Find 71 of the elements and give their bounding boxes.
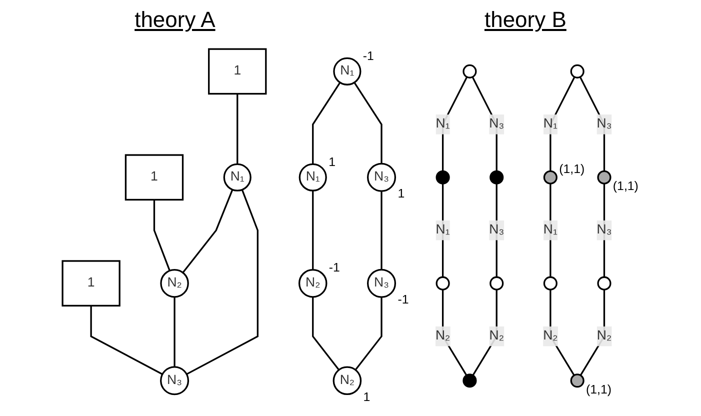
node-annotation: 1 xyxy=(363,390,370,404)
edge-label: N₂ xyxy=(489,328,504,343)
connector xyxy=(472,290,498,376)
node-circle: N₂ xyxy=(298,268,328,298)
connector xyxy=(380,191,382,270)
theory-heading: theory A xyxy=(134,7,216,33)
edge-label: N₃ xyxy=(489,222,504,237)
edge-label: N₃ xyxy=(489,116,504,132)
edge-label: N₁ xyxy=(543,222,558,237)
node-circle xyxy=(570,374,584,388)
edge-label: N₁ xyxy=(436,222,450,237)
node-circle: N₃ xyxy=(367,268,396,298)
node-annotation: -1 xyxy=(398,292,409,307)
node-circle: N₃ xyxy=(367,162,396,192)
node-circle xyxy=(597,276,612,290)
node-circle xyxy=(462,64,477,78)
connector xyxy=(182,189,234,274)
connector xyxy=(186,189,258,375)
node-circle: N₂ xyxy=(160,268,189,298)
connector xyxy=(312,82,341,164)
node-circle: N₁ xyxy=(333,57,362,86)
node-circle xyxy=(543,170,558,184)
node-annotation: -1 xyxy=(362,48,374,63)
edge-label: N₁ xyxy=(436,116,450,132)
node-circle xyxy=(462,374,477,388)
node-annotation: -1 xyxy=(328,260,340,274)
edge-label: N₂ xyxy=(435,328,450,343)
node-circle xyxy=(570,64,584,78)
connector xyxy=(496,184,498,278)
connector xyxy=(550,184,552,278)
node-annotation: (1,1) xyxy=(612,179,638,194)
edge-label: N₂ xyxy=(596,328,612,343)
node-box: 1 xyxy=(62,260,120,307)
edge-label: N₁ xyxy=(543,116,558,132)
edge-label: N₃ xyxy=(596,116,612,132)
edge-label: N₂ xyxy=(543,328,558,343)
connector xyxy=(442,184,444,278)
node-annotation: (1,1) xyxy=(559,162,585,176)
connector xyxy=(550,290,575,376)
theory-heading: theory B xyxy=(484,7,566,33)
connector xyxy=(153,200,170,271)
connector xyxy=(603,184,606,278)
connector xyxy=(472,76,498,172)
node-circle: N₁ xyxy=(223,163,252,192)
node-annotation: 1 xyxy=(398,186,405,201)
node-circle: N₃ xyxy=(160,366,190,396)
node-circle xyxy=(543,276,558,290)
node-circle xyxy=(597,170,612,184)
connector xyxy=(312,190,314,270)
node-circle xyxy=(490,170,504,184)
node-annotation: 1 xyxy=(328,154,336,169)
connector xyxy=(442,76,468,172)
connector xyxy=(354,82,382,164)
node-circle xyxy=(490,276,504,290)
edge-label: N₃ xyxy=(596,222,612,237)
node-box: 1 xyxy=(208,48,267,95)
node-circle: N₂ xyxy=(332,366,362,396)
connector xyxy=(580,290,606,376)
node-circle xyxy=(436,276,450,290)
connector xyxy=(90,306,163,375)
node-box: 1 xyxy=(124,154,184,201)
node-circle xyxy=(436,170,450,184)
node-annotation: (1,1) xyxy=(586,382,612,396)
connector xyxy=(174,296,176,367)
connector xyxy=(442,290,468,376)
connector xyxy=(236,94,238,164)
connector xyxy=(354,297,382,370)
connector xyxy=(312,296,340,370)
connector xyxy=(550,76,576,172)
node-circle: N₁ xyxy=(298,163,327,192)
connector xyxy=(579,76,606,172)
